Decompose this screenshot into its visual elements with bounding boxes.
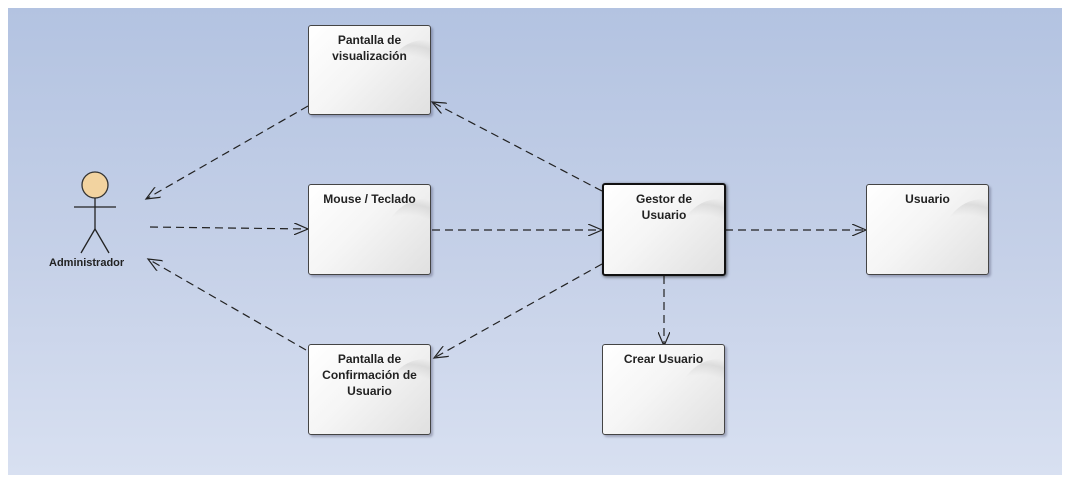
connector-confirmacion-to-admin[interactable] [148, 259, 307, 351]
node-pantalla-visualizacion[interactable]: Pantalla de visualización [308, 25, 431, 115]
node-sheen [938, 199, 988, 274]
connector-admin-to-mouse[interactable] [149, 227, 308, 229]
node-sheen [674, 359, 724, 434]
node-label: Usuario [905, 192, 950, 206]
actor-label: Administrador [49, 257, 125, 269]
connectors-layer [74, 8, 1062, 475]
connector-gestor-to-confirmacion[interactable] [434, 263, 603, 358]
node-label: Pantalla de visualización [332, 33, 407, 63]
node-label: Crear Usuario [623, 352, 704, 366]
node-gestor-usuario[interactable]: Gestor de Usuario [602, 183, 726, 276]
node-pantalla-confirmacion[interactable]: Pantalla de Confirmación de Usuario [308, 344, 431, 435]
diagram-canvas: Administrador Pantalla de visualización … [8, 8, 1062, 475]
node-label: Mouse / Teclado [323, 192, 416, 206]
node-mouse-teclado[interactable]: Mouse / Teclado [308, 184, 431, 275]
node-usuario[interactable]: Usuario [866, 184, 989, 275]
connector-visualizacion-to-admin[interactable] [146, 105, 309, 199]
node-crear-usuario[interactable]: Crear Usuario [602, 344, 725, 435]
actor-figure[interactable] [74, 171, 116, 254]
node-label: Pantalla de Confirmación de Usuario [322, 352, 417, 398]
node-label: Gestor de Usuario [635, 192, 692, 222]
node-sheen [380, 199, 430, 274]
connector-gestor-to-visualizacion[interactable] [432, 102, 603, 192]
actor-head-icon [81, 171, 109, 199]
